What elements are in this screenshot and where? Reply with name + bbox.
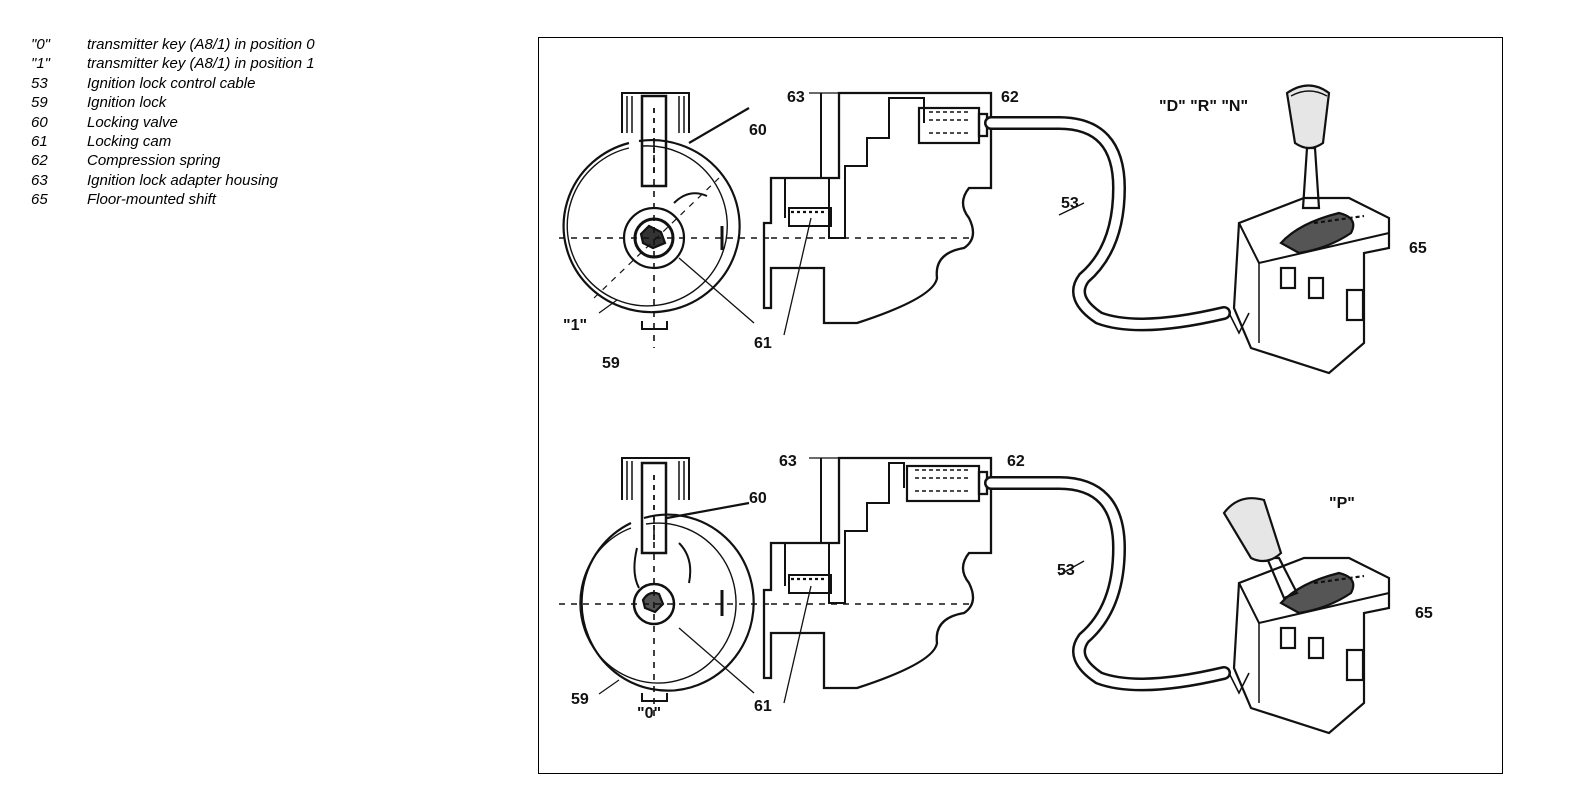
callout-61: 61	[754, 335, 772, 352]
diagram-svg: 63 62 60 53 65 61 59 "1" "D" "R" "N"	[559, 84, 1433, 735]
callout-59: 59	[602, 355, 620, 372]
legend-key: 65	[31, 191, 48, 209]
legend-row: 65 Floor-mounted shift	[31, 190, 315, 209]
top-assembly: 63 62 60 53 65 61 59 "1" "D" "R" "N"	[559, 84, 1427, 375]
legend-text: Ignition lock adapter housing	[87, 171, 278, 189]
legend-row: 62 Compression spring	[31, 151, 315, 170]
legend-text: transmitter key (A8/1) in position 0	[87, 36, 315, 53]
legend-key: 62	[31, 152, 48, 170]
legend-text: Compression spring	[87, 152, 221, 170]
ignition-lock	[559, 92, 769, 348]
callout-63: 63	[779, 453, 797, 470]
legend-row: 59 Ignition lock	[31, 93, 315, 112]
legend-key: 63	[31, 171, 48, 189]
floor-shift	[1222, 497, 1391, 735]
legend-text: Locking valve	[87, 113, 178, 131]
key-position-label: "0"	[637, 705, 661, 722]
legend-key: "0"	[31, 36, 50, 53]
legend-row: 61 Locking cam	[31, 132, 315, 151]
callout-63: 63	[787, 89, 805, 106]
legend-text: Ignition lock control cable	[87, 74, 256, 92]
callout-62: 62	[1001, 89, 1019, 106]
ignition-lock	[559, 457, 769, 718]
floor-shift	[1228, 84, 1391, 375]
legend-key: 61	[31, 132, 48, 150]
legend-row: "1" transmitter key (A8/1) in position 1	[31, 54, 315, 73]
legend-row: "0" transmitter key (A8/1) in position 0	[31, 35, 315, 54]
callout-53: 53	[1057, 562, 1075, 579]
gear-label: "P"	[1329, 495, 1355, 512]
legend-text: Floor-mounted shift	[87, 191, 216, 209]
legend-row: 63 Ignition lock adapter housing	[31, 171, 315, 190]
callout-60: 60	[749, 122, 767, 139]
callout-59: 59	[571, 691, 589, 708]
control-cable	[984, 116, 1231, 332]
legend-key: 59	[31, 94, 48, 112]
gear-label: "D" "R" "N"	[1159, 98, 1248, 115]
legend-key: "1"	[31, 55, 50, 73]
legend-row: 53 Ignition lock control cable	[31, 74, 315, 93]
callout-62: 62	[1007, 453, 1025, 470]
callout-65: 65	[1415, 605, 1433, 622]
legend-text: Ignition lock	[87, 94, 167, 112]
callout-61: 61	[754, 698, 772, 715]
key-position-label: "1"	[563, 317, 587, 334]
callout-60: 60	[749, 490, 767, 507]
legend-key: 60	[31, 113, 48, 131]
legend: "0"transmitter key (A8/1) in position 0 …	[31, 35, 315, 210]
callout-65: 65	[1409, 240, 1427, 257]
bottom-assembly: 63 62 60 53 65 61 59 "0" "P"	[559, 453, 1433, 735]
callout-53: 53	[1061, 195, 1079, 212]
legend-key: 53	[31, 74, 48, 92]
legend-text: transmitter key (A8/1) in position 1	[87, 55, 315, 73]
diagram-frame: 63 62 60 53 65 61 59 "1" "D" "R" "N"	[538, 37, 1503, 774]
control-cable	[984, 476, 1231, 692]
legend-row: 60 Locking valve	[31, 113, 315, 132]
adapter-housing	[762, 91, 993, 336]
legend-text: Locking cam	[87, 132, 172, 150]
adapter-housing	[762, 456, 993, 704]
